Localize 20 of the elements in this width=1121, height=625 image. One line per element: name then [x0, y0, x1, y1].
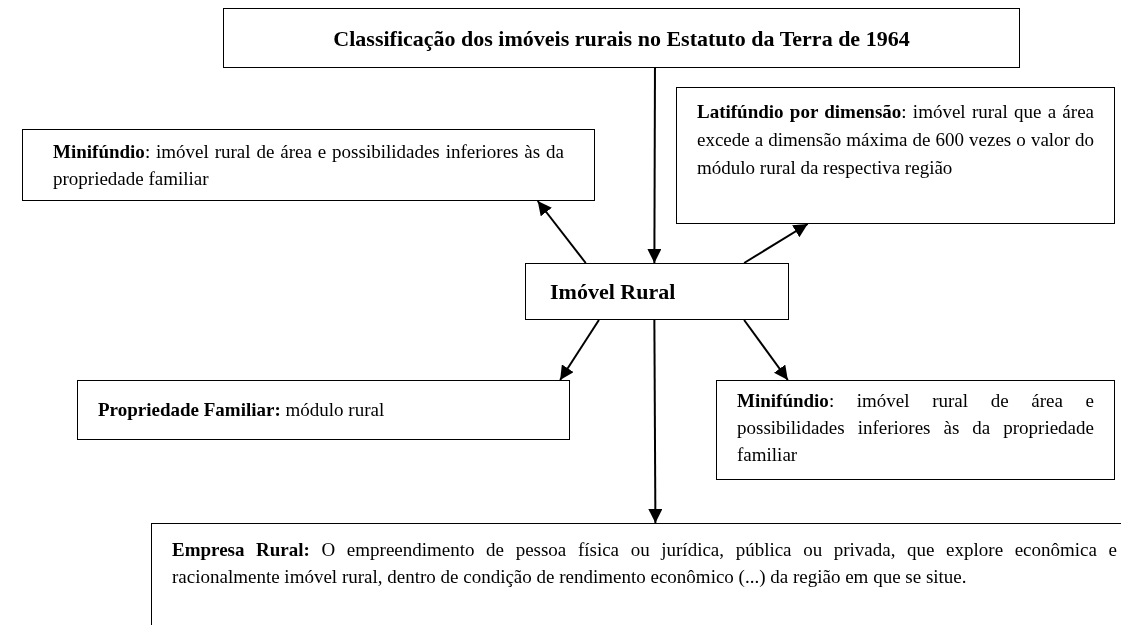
category-box [676, 87, 1115, 224]
category-box [22, 129, 595, 201]
arrow [559, 319, 600, 381]
node-text: Minifúndio: imóvel rural de área e possibilidades inferiores às da propriedade familiar [53, 140, 564, 191]
node-text: Latifúndio por dimensão: imóvel rural que a área excede a dimensão máxima de 600 vezes o valor do módulo rural da respectiva região [697, 100, 1094, 180]
arrow [647, 67, 662, 264]
category-box [716, 380, 1115, 480]
node-text: Propriedade Familiar: módulo rural [98, 397, 385, 422]
title-box [223, 8, 1020, 68]
arrow [648, 319, 663, 524]
central-box [525, 263, 789, 320]
category-box [77, 380, 570, 440]
arrow [536, 200, 587, 264]
node-text: Minifúndio: imóvel rural de área e possibilidades inferiores às da propriedade familiar [737, 389, 1094, 467]
category-box [151, 523, 1121, 625]
arrow [743, 319, 789, 381]
node-text: Imóvel Rural [550, 278, 676, 306]
node-text: Empresa Rural: O empreendimento de pessoa física ou jurídica, pública ou privada, que explore econômica e racionalmente imóvel rural, dentro de condição de rendimento econômico (...) da região em que se situe. [172, 538, 1117, 589]
arrow [743, 223, 809, 264]
node-text: Classificação dos imóveis rurais no Estatuto da Terra de 1964 [333, 24, 910, 53]
